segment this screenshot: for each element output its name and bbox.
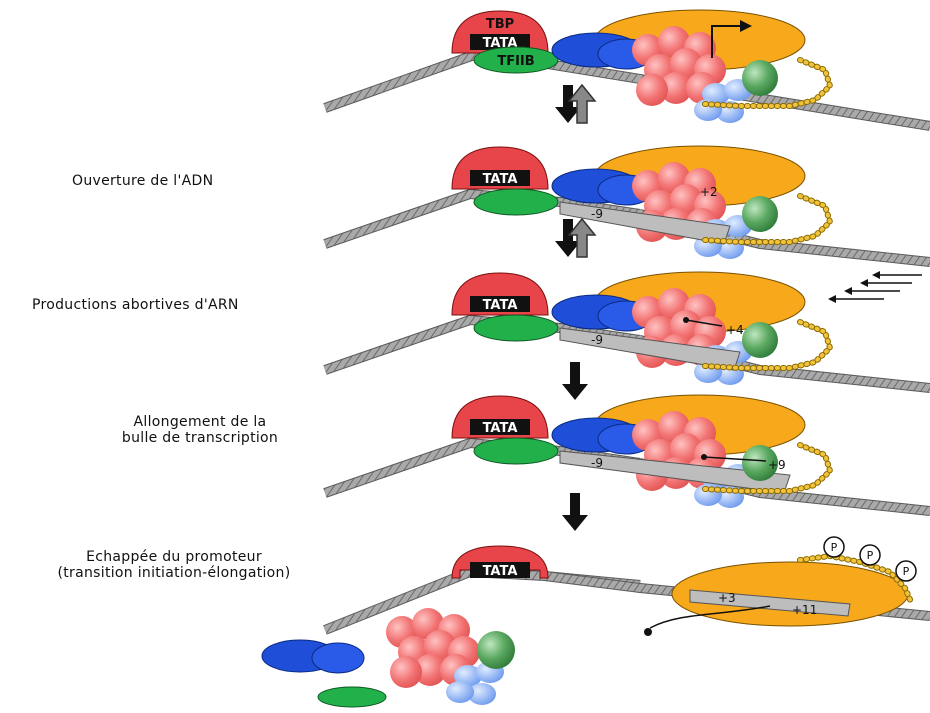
abortive-rna-head	[860, 279, 868, 287]
tfiib	[474, 438, 558, 464]
tfiib	[474, 189, 558, 215]
position-label: +9	[768, 458, 786, 472]
abortive-rna-head	[828, 295, 836, 303]
rna-5prime-end	[644, 628, 652, 636]
rna-5prime-end	[701, 454, 707, 460]
abortive-rna-head	[872, 271, 880, 279]
released-tfiib	[318, 687, 386, 707]
forward-arrow	[562, 493, 588, 531]
position-minus9-label: -9	[591, 456, 603, 470]
caption-bubble-extension: Allongement de la bulle de transcription	[65, 414, 335, 446]
abortive-rna-head	[844, 287, 852, 295]
position-minus9-label: -9	[591, 207, 603, 221]
tfiih-helicase	[742, 322, 778, 358]
tata-label: TATA	[483, 172, 518, 187]
phosphate-label: P	[903, 565, 910, 578]
rna-5prime-end	[683, 317, 689, 323]
caption-promoter-escape-line1: Echappée du promoteur	[14, 549, 334, 565]
caption-promoter-escape: Echappée du promoteur (transition initia…	[14, 549, 334, 581]
tfiib	[474, 315, 558, 341]
caption-dna-opening: Ouverture de l'ADN	[72, 173, 213, 189]
caption-promoter-escape-line2: (transition initiation-élongation)	[14, 565, 334, 581]
tata-label: TATA	[483, 298, 518, 313]
position-minus9-label: -9	[591, 333, 603, 347]
forward-arrow	[562, 362, 588, 400]
tfiie-subunit	[446, 681, 474, 703]
position-plus3-label: +3	[718, 591, 736, 605]
tfiih-subunit	[636, 74, 668, 106]
caption-bubble-extension-line2: bulle de transcription	[65, 430, 335, 446]
position-label: +2	[700, 185, 718, 199]
tata-label: TATA	[483, 564, 518, 579]
step-5-promoter-escape: TATA +3 +11 P P P	[262, 537, 930, 707]
position-plus11-label: +11	[792, 603, 817, 617]
tfiih-helicase	[742, 60, 778, 96]
tfiih-subunit	[390, 656, 422, 688]
tbp-label: TBP	[486, 17, 514, 32]
position-label: +4	[726, 323, 744, 337]
caption-abortive-rna: Productions abortives d'ARN	[32, 297, 239, 313]
tata-label: TATA	[483, 421, 518, 436]
phosphate-label: P	[867, 549, 874, 562]
phosphate-label: P	[831, 541, 838, 554]
released-tfiih-helicase	[477, 631, 515, 669]
caption-bubble-extension-line1: Allongement de la	[65, 414, 335, 430]
tfiih-helicase	[742, 196, 778, 232]
step-4-bubble-extension: TATA -9 +9	[325, 395, 930, 511]
released-tfiif-lobe	[312, 643, 364, 673]
step-3-abortive-rna: TATA -9 +4	[325, 271, 930, 388]
tfiib-label: TFIIB	[497, 54, 534, 69]
step-2-dna-opening: TATA -9 +2	[325, 146, 930, 262]
